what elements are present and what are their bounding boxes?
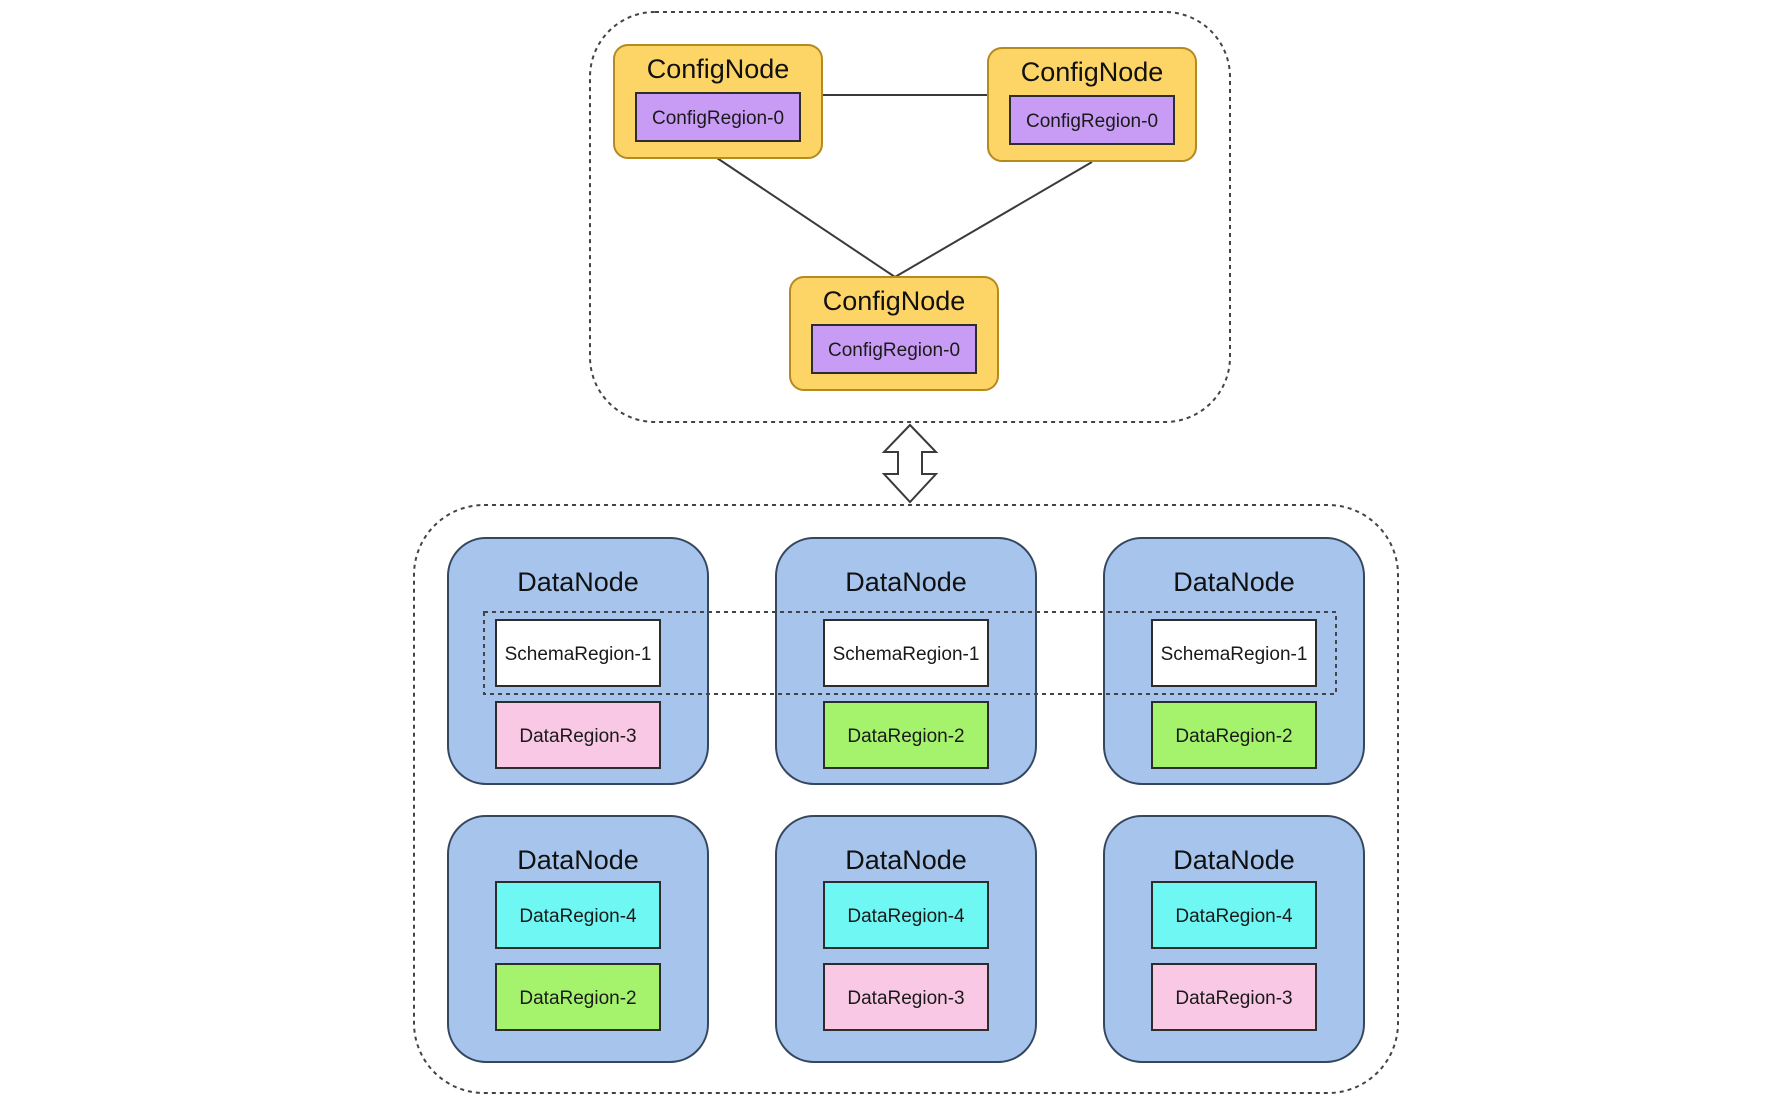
config-region-2-label: ConfigRegion-0 (1026, 111, 1158, 132)
data-node-5-region-1[interactable] (823, 881, 989, 949)
data-node-5-region-2-label: DataRegion-3 (847, 988, 964, 1009)
data-node-4-region-2-label: DataRegion-2 (519, 988, 636, 1009)
config-node-3[interactable]: ConfigNode ConfigRegion-0 (789, 276, 999, 391)
config-link-2-3 (894, 161, 1093, 278)
data-node-4-region-2[interactable] (495, 963, 661, 1031)
data-node-2-title: DataNode (845, 567, 967, 597)
data-node-1-region-1[interactable] (495, 619, 661, 687)
data-node-5-title: DataNode (845, 845, 967, 875)
data-node-6-region-1[interactable] (1151, 881, 1317, 949)
data-node-3-region-2-label: DataRegion-2 (1175, 726, 1292, 747)
config-region-1-label: ConfigRegion-0 (652, 108, 784, 129)
config-cluster-frame (589, 11, 1231, 423)
config-node-2[interactable]: ConfigNode ConfigRegion-0 (987, 47, 1197, 162)
data-node-6-region-2-label: DataRegion-3 (1175, 988, 1292, 1009)
data-node-1[interactable]: DataNode SchemaRegion-1 DataRegion-3 (447, 537, 709, 785)
data-node-3-region-1[interactable] (1151, 619, 1317, 687)
data-node-1-region-1-label: SchemaRegion-1 (505, 644, 652, 665)
data-node-4[interactable]: DataNode DataRegion-4 DataRegion-2 (447, 815, 709, 1063)
bidirectional-arrow-icon (881, 423, 939, 504)
data-node-2[interactable]: DataNode SchemaRegion-1 DataRegion-2 (775, 537, 1037, 785)
data-node-2-region-2-label: DataRegion-2 (847, 726, 964, 747)
data-node-1-title: DataNode (517, 567, 639, 597)
config-node-1-title: ConfigNode (647, 54, 790, 84)
data-node-6[interactable]: DataNode DataRegion-4 DataRegion-3 (1103, 815, 1365, 1063)
config-region-3[interactable] (811, 324, 977, 374)
data-node-2-region-1-label: SchemaRegion-1 (833, 644, 980, 665)
data-node-2-region-2[interactable] (823, 701, 989, 769)
config-node-1[interactable]: ConfigNode ConfigRegion-0 (613, 44, 823, 159)
config-region-2[interactable] (1009, 95, 1175, 145)
data-node-2-region-1[interactable] (823, 619, 989, 687)
data-node-6-region-1-label: DataRegion-4 (1175, 906, 1293, 927)
data-cluster-frame (413, 504, 1399, 1094)
data-node-3-region-2[interactable] (1151, 701, 1317, 769)
data-node-3[interactable]: DataNode SchemaRegion-1 DataRegion-2 (1103, 537, 1365, 785)
data-node-5-region-1-label: DataRegion-4 (847, 906, 965, 927)
data-node-5-region-2[interactable] (823, 963, 989, 1031)
data-node-4-title: DataNode (517, 845, 639, 875)
config-region-3-label: ConfigRegion-0 (828, 340, 960, 361)
data-node-3-title: DataNode (1173, 567, 1295, 597)
data-node-6-region-2[interactable] (1151, 963, 1317, 1031)
data-node-4-region-1[interactable] (495, 881, 661, 949)
data-node-1-region-2-label: DataRegion-3 (519, 726, 636, 747)
data-node-4-region-1-label: DataRegion-4 (519, 906, 637, 927)
data-node-5[interactable]: DataNode DataRegion-4 DataRegion-3 (775, 815, 1037, 1063)
schema-region-replica-group (483, 611, 1337, 695)
config-node-3-title: ConfigNode (823, 286, 966, 316)
config-region-1[interactable] (635, 92, 801, 142)
config-link-1-3 (716, 157, 896, 278)
data-node-1-region-2[interactable] (495, 701, 661, 769)
data-node-6-title: DataNode (1173, 845, 1295, 875)
config-node-2-title: ConfigNode (1021, 57, 1164, 87)
data-node-3-region-1-label: SchemaRegion-1 (1161, 644, 1308, 665)
